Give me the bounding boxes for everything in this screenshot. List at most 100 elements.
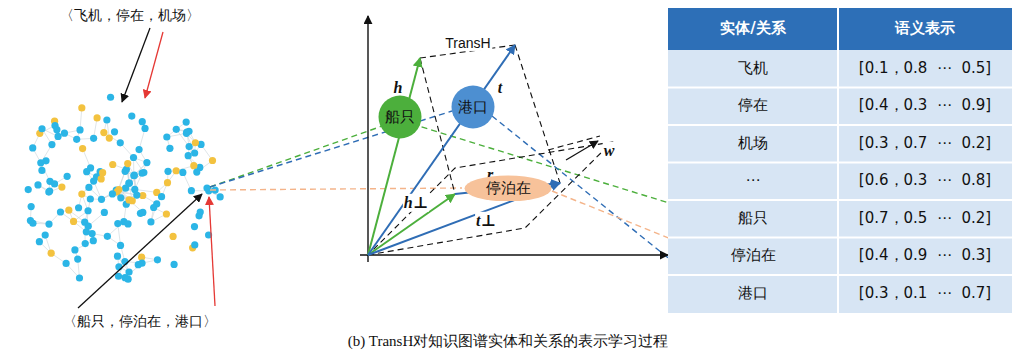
knowledge-graph-cloud [163, 133, 170, 140]
axis [360, 254, 668, 255]
knowledge-graph-cloud [90, 237, 97, 244]
vector-symbol: h⊥ [403, 194, 429, 212]
knowledge-graph-cloud [139, 170, 146, 177]
knowledge-graph-cloud [78, 104, 85, 111]
table-ground [668, 50, 1012, 313]
knowledge-graph-cloud [203, 184, 210, 191]
knowledge-graph-cloud [125, 180, 132, 187]
node-outline [379, 96, 422, 139]
entity-circle: 港口 [451, 85, 495, 129]
knowledge-graph-cloud [111, 128, 118, 135]
axis [367, 16, 368, 262]
knowledge-graph-cloud [29, 144, 36, 151]
knowledge-graph-cloud [64, 173, 71, 180]
knowledge-graph-cloud [101, 209, 108, 216]
knowledge-graph-cloud [109, 161, 116, 168]
table-header: 语义表示 [895, 20, 955, 37]
callout-leader [209, 197, 215, 306]
table-ground [668, 237, 1012, 239]
table-cell-vector: [0.3，0.7 ⋯ 0.2] [859, 135, 991, 152]
knowledge-graph-cloud [131, 172, 138, 179]
knowledge-graph-cloud [54, 133, 61, 140]
knowledge-graph-cloud [186, 143, 193, 150]
knowledge-graph-cloud [100, 129, 107, 136]
knowledge-graph-cloud [122, 168, 129, 175]
vector [368, 45, 560, 255]
knowledge-graph-cloud [57, 208, 64, 215]
vector-symbol: h [393, 79, 404, 97]
vector [368, 58, 420, 255]
knowledge-graph-cloud [75, 204, 82, 211]
table-ground [668, 274, 1012, 276]
knowledge-graph-cloud [179, 169, 186, 176]
knowledge-graph-cloud [90, 177, 97, 184]
knowledge-graph-cloud [45, 188, 52, 195]
axis [360, 16, 668, 262]
knowledge-graph-cloud [104, 233, 111, 240]
knowledge-graph-cloud [93, 114, 100, 121]
normal-vector [566, 141, 598, 160]
table-cell-vector: [0.6，0.3 ⋯ 0.8] [859, 173, 991, 190]
knowledge-graph-cloud [70, 218, 77, 225]
knowledge-graph-cloud [163, 210, 170, 217]
table-cell-entity: 停泊在 [731, 248, 776, 265]
knowledge-graph-cloud [46, 178, 53, 185]
table-ground [668, 162, 1012, 164]
method-title: TransH [443, 35, 492, 51]
table-cell-vector: [0.7，0.5 ⋯ 0.2] [859, 210, 991, 227]
knowledge-graph-cloud [79, 145, 86, 152]
knowledge-graph-cloud [98, 196, 105, 203]
knowledge-graph-cloud [106, 134, 113, 141]
knowledge-graph-cloud [42, 157, 49, 164]
table-cell-vector: [0.4，0.9 ⋯ 0.3] [859, 248, 991, 265]
knowledge-graph-cloud [183, 130, 190, 137]
entity-circle: 船只 [378, 95, 422, 139]
relation-ellipse: 停泊在 [464, 175, 552, 202]
knowledge-graph-cloud [117, 194, 124, 201]
vector [368, 45, 515, 255]
table-cell-entity: 港口 [738, 285, 768, 302]
vector-symbol: t [497, 79, 503, 97]
knowledge-graph-cloud [84, 207, 91, 214]
knowledge-graph-cloud [133, 191, 140, 198]
knowledge-graph-cloud [135, 146, 142, 153]
knowledge-graph-cloud [173, 126, 180, 133]
knowledge-graph-cloud [82, 240, 89, 247]
knowledge-graph-cloud [71, 246, 78, 253]
hyperplane [368, 45, 612, 255]
knowledge-graph-cloud [87, 195, 94, 202]
knowledge-graph-cloud [166, 145, 173, 152]
vector [368, 194, 455, 255]
node-outline [452, 86, 495, 129]
table-ground [668, 8, 1012, 313]
knowledge-graph-cloud [217, 193, 224, 200]
knowledge-graph-cloud [139, 118, 146, 125]
knowledge-graph-cloud [191, 241, 198, 248]
knowledge-graph-cloud [48, 141, 55, 148]
knowledge-graph-cloud [138, 260, 145, 267]
hyperplane [548, 136, 600, 150]
hyperplane [515, 45, 560, 183]
callout-leader [145, 32, 163, 98]
node-label: 船只 [385, 108, 415, 127]
knowledge-graph-cloud [115, 186, 122, 193]
knowledge-graph-cloud [139, 209, 146, 216]
knowledge-graph-cloud [42, 232, 49, 239]
table-ground [668, 124, 1012, 126]
knowledge-graph-cloud [125, 268, 132, 275]
knowledge-graph-cloud [107, 94, 114, 101]
table-ground [837, 8, 839, 313]
knowledge-graph-cloud [130, 154, 137, 161]
knowledge-graph-cloud [25, 94, 224, 283]
table-cell-vector: [0.4，0.3 ⋯ 0.9] [859, 98, 991, 115]
knowledge-graph-cloud [25, 186, 32, 193]
callout-leader [122, 28, 150, 102]
table-cell-entity: 停在 [738, 98, 768, 115]
knowledge-graph-cloud [36, 238, 43, 245]
knowledge-graph-cloud [85, 223, 92, 230]
knowledge-graph-cloud [126, 180, 133, 187]
vector-symbol: w [603, 142, 616, 160]
knowledge-graph-cloud [38, 167, 45, 174]
knowledge-graph-cloud [117, 139, 124, 146]
knowledge-graph-cloud [85, 184, 92, 191]
